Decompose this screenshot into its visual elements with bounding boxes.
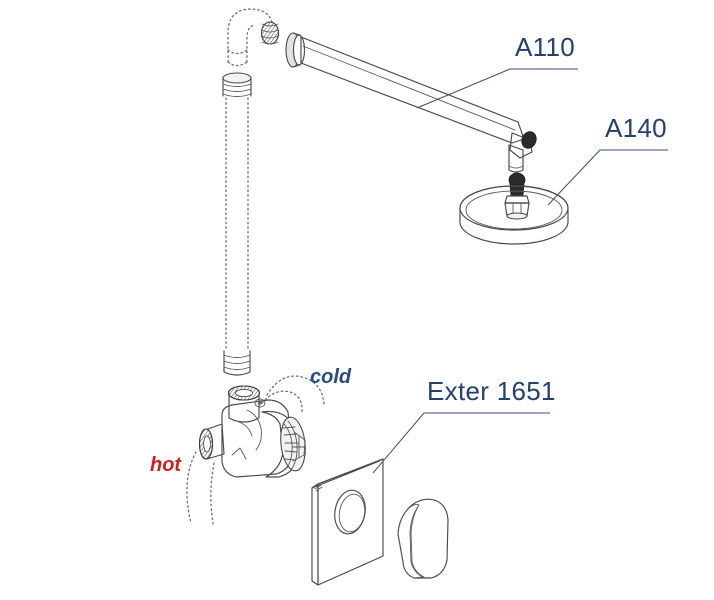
shower-head-disc <box>459 185 569 245</box>
riser-top-collar <box>222 72 252 97</box>
leader-a140 <box>547 149 601 206</box>
flow-indicator-arcs <box>186 375 325 525</box>
hot-arc-left <box>186 451 197 524</box>
shower-arm-end-cap <box>521 131 537 149</box>
callout-leaders <box>372 68 668 474</box>
cold-arc-outer <box>266 375 325 405</box>
lever-handle-part <box>397 498 449 579</box>
temperature-label-hot: hot <box>150 454 182 476</box>
shower-arm-tube <box>300 36 525 144</box>
callout-label-a110: A110 <box>515 32 575 62</box>
valve-left-port <box>198 423 225 460</box>
wall-elbow-part <box>227 8 280 67</box>
callout-label-a140: A140 <box>605 113 667 143</box>
callout-label-exter1651: Exter 1651 <box>427 376 556 406</box>
valve-cartridge-drum <box>261 410 306 478</box>
temperature-label-cold: cold <box>310 366 352 388</box>
hot-arc-right <box>210 462 215 525</box>
leader-exter1651 <box>372 412 425 474</box>
shower-arm-flange <box>285 32 306 68</box>
trim-plate-part <box>311 458 384 586</box>
shower-arm-part <box>285 32 537 173</box>
riser-pipe-part <box>222 72 252 376</box>
mixer-valve-part <box>198 385 306 478</box>
valve-top-port <box>227 385 261 423</box>
riser-bottom-collar <box>223 350 251 376</box>
leader-a110 <box>416 68 511 109</box>
shower-head-part <box>459 172 569 245</box>
shower-head-nut <box>504 195 530 220</box>
shower-arm-drop-tube <box>508 144 524 173</box>
cold-arc-inner <box>261 390 303 413</box>
elbow-thread-nipple <box>260 21 280 45</box>
